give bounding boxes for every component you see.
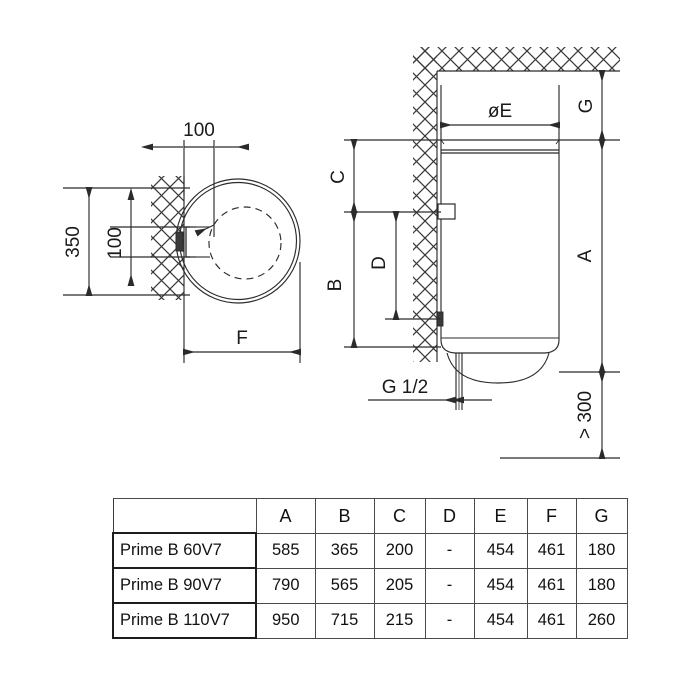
header-e: E	[473, 498, 528, 534]
cell-b: 365	[314, 532, 375, 569]
header-model	[112, 498, 257, 534]
wall-hatch-side-view	[413, 47, 438, 362]
cell-a: 950	[255, 602, 316, 639]
tank-outline-side-view	[440, 139, 560, 354]
dim-left-100	[110, 187, 190, 287]
cell-f: 461	[526, 532, 577, 569]
cell-g: 180	[575, 567, 628, 604]
cell-g: 180	[575, 532, 628, 569]
dim-label-B: B	[325, 279, 346, 292]
cell-a: 790	[255, 567, 316, 604]
dim-label-G: G	[576, 99, 597, 114]
cell-e: 454	[473, 567, 528, 604]
cell-b: 715	[314, 602, 375, 639]
cell-e: 454	[473, 602, 528, 639]
dim-label-top-100: 100	[183, 120, 215, 141]
dim-C	[344, 138, 441, 214]
header-f: F	[526, 498, 577, 534]
dim-F	[182, 262, 302, 363]
cell-c: 205	[373, 567, 426, 604]
cell-f: 461	[526, 567, 577, 604]
dim-label-350: 350	[63, 226, 84, 258]
dim-B	[344, 210, 441, 349]
dim-label-D: D	[369, 256, 390, 270]
cell-model: Prime B 110V7	[112, 602, 257, 639]
cell-f: 461	[526, 602, 577, 639]
spec-table-wrapper: A B C D E F G Prime B 60V7 585 365 200 -…	[112, 498, 628, 639]
cell-d: -	[424, 602, 475, 639]
tank-bottom-cover	[446, 352, 550, 384]
dim-label-A: A	[575, 249, 596, 262]
header-b: B	[314, 498, 375, 534]
table-header-row: A B C D E F G	[112, 498, 628, 534]
mounting-bracket-top-view	[175, 226, 210, 258]
dim-350	[63, 186, 190, 297]
cell-c: 200	[373, 532, 426, 569]
dim-top-100	[140, 140, 250, 237]
header-a: A	[255, 498, 316, 534]
header-c: C	[373, 498, 426, 534]
cell-b: 565	[314, 567, 375, 604]
side-view-group: øE G A > 300	[325, 47, 620, 460]
cell-e: 454	[473, 532, 528, 569]
dim-D	[385, 210, 441, 321]
dim-label-clearance: > 300	[575, 391, 596, 439]
tank-outline-top-view	[175, 178, 301, 304]
ceiling-hatch	[413, 47, 620, 72]
dim-label-F: F	[236, 328, 248, 349]
tank-inner-dashed	[208, 206, 282, 280]
cell-model: Prime B 90V7	[112, 567, 257, 604]
connection-pipes	[455, 353, 463, 410]
header-d: D	[424, 498, 475, 534]
cell-d: -	[424, 567, 475, 604]
dim-label-C: C	[328, 170, 349, 184]
cell-model: Prime B 60V7	[112, 532, 257, 569]
spec-table: A B C D E F G Prime B 60V7 585 365 200 -…	[112, 498, 628, 639]
cell-g: 260	[575, 602, 628, 639]
cell-a: 585	[255, 532, 316, 569]
cell-c: 215	[373, 602, 426, 639]
table-row: Prime B 60V7 585 365 200 - 454 461 180	[112, 532, 628, 569]
dim-label-E: øE	[488, 101, 512, 122]
dim-E	[439, 85, 561, 140]
table-row: Prime B 110V7 950 715 215 - 454 461 260	[112, 602, 628, 639]
top-view-group: 100 350 100	[63, 120, 302, 363]
dim-label-thread: G 1/2	[382, 377, 428, 398]
cell-d: -	[424, 532, 475, 569]
table-row: Prime B 90V7 790 565 205 - 454 461 180	[112, 567, 628, 604]
dim-label-left-100: 100	[105, 227, 126, 259]
header-g: G	[575, 498, 628, 534]
